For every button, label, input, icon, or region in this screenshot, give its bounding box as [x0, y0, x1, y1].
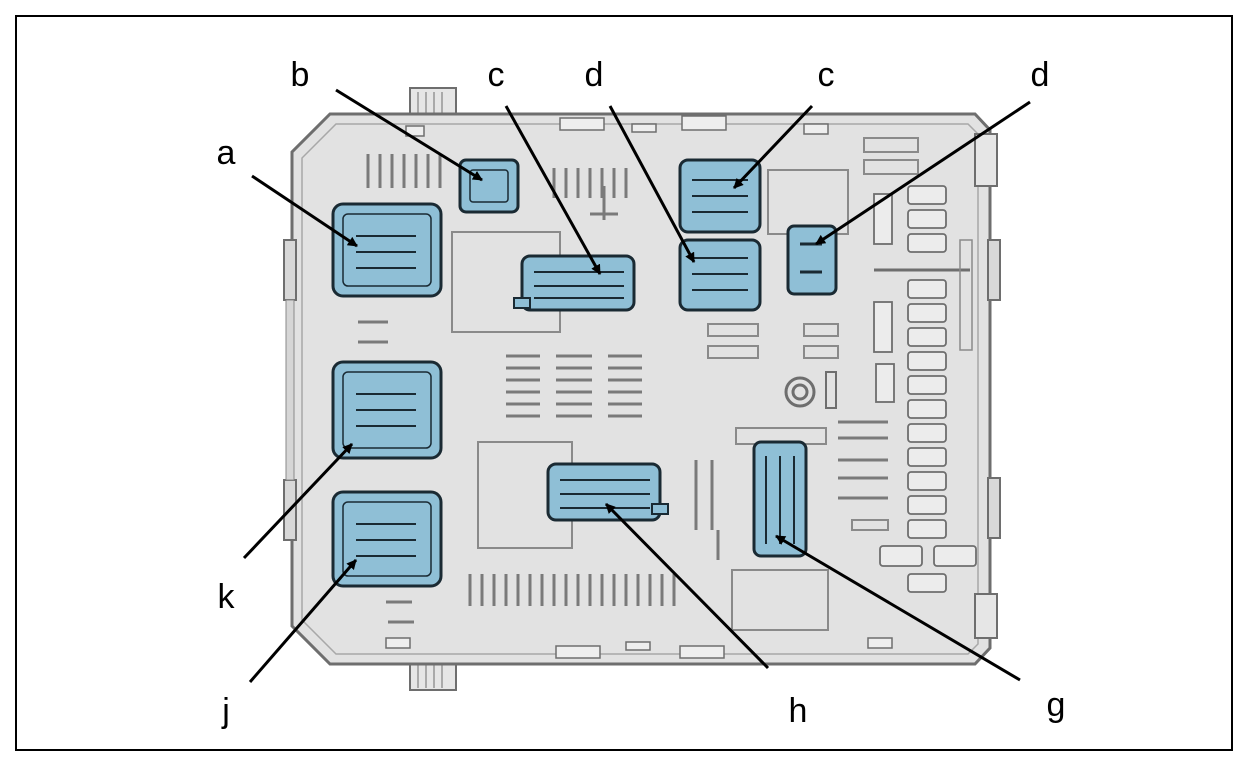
arrow-h [604, 502, 770, 670]
connector-d1 [678, 238, 762, 312]
label-g: g [1047, 686, 1066, 724]
connector-b [458, 158, 520, 214]
label-d-right: d [1031, 56, 1050, 94]
label-c-right: c [818, 56, 835, 94]
arrow-c1 [504, 105, 602, 275]
label-c-left: c [488, 56, 505, 94]
connector-j [331, 490, 443, 588]
arrow-d1 [608, 105, 696, 263]
arrow-d2 [815, 100, 1031, 246]
label-k: k [218, 578, 236, 616]
connector-g [752, 440, 808, 558]
figure-border [15, 15, 1233, 751]
label-a: a [217, 134, 236, 172]
arrow-b [335, 88, 483, 182]
connector-k [331, 360, 443, 460]
arrow-a [251, 174, 358, 248]
arrow-g [775, 534, 1021, 682]
arrow-k [242, 442, 354, 560]
label-h: h [789, 692, 808, 730]
label-b: b [291, 56, 310, 94]
label-j: j [221, 692, 230, 730]
connector-a [331, 202, 443, 298]
connector-c2 [678, 158, 762, 234]
arrow-j [248, 559, 358, 683]
connector-h [546, 462, 669, 522]
label-d-left: d [585, 56, 604, 94]
connector-c1 [513, 254, 636, 312]
arrow-c2 [732, 104, 814, 190]
